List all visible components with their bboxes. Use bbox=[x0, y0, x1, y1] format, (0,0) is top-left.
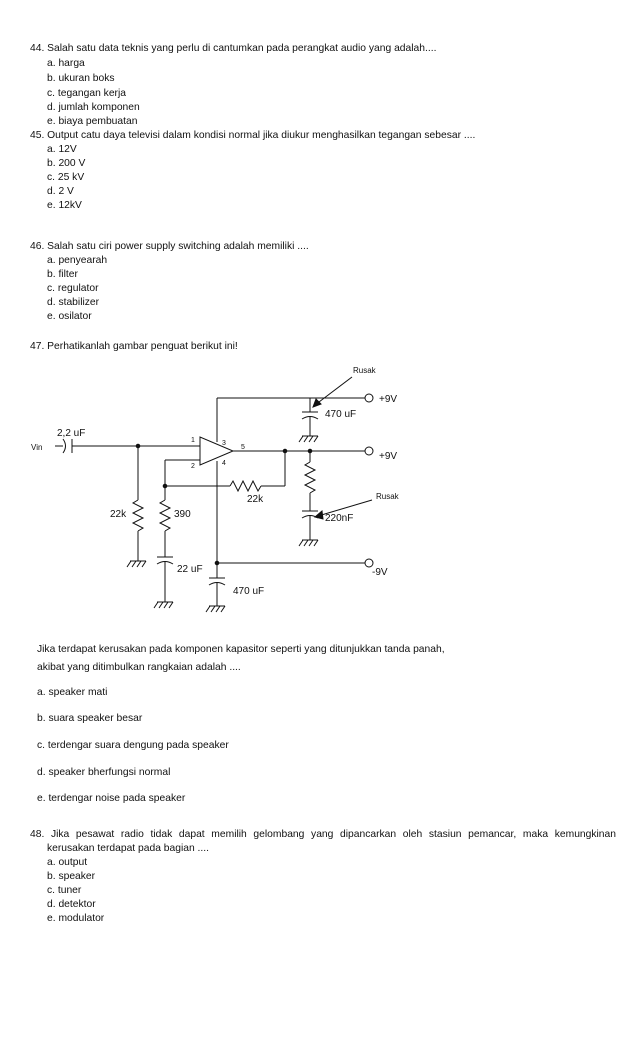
label-cap-470uf-top: 470 uF bbox=[325, 409, 356, 420]
q48-option-b[interactable]: b. speaker bbox=[47, 871, 96, 882]
q47-question: 47. Perhatikanlah gambar penguat berikut… bbox=[30, 341, 238, 352]
q46-option-c[interactable]: c. regulator bbox=[47, 283, 99, 294]
q44-option-c[interactable]: c. tegangan kerja bbox=[47, 88, 126, 99]
label-plus9v-out: +9V bbox=[379, 451, 397, 462]
q48-option-e[interactable]: e. modulator bbox=[47, 913, 105, 924]
q45-option-b[interactable]: b. 200 V bbox=[47, 158, 86, 169]
q48-question-line2: kerusakan terdapat pada bagian .... bbox=[47, 843, 210, 854]
q45-option-c[interactable]: c. 25 kV bbox=[47, 172, 85, 183]
q44-option-a[interactable]: a. harga bbox=[47, 58, 85, 69]
q48-option-a[interactable]: a. output bbox=[47, 857, 88, 868]
label-pin1: 1 bbox=[191, 437, 195, 444]
q48-question-line1: 48. Jika pesawat radio tidak dapat memil… bbox=[30, 829, 616, 840]
label-res-390: 390 bbox=[174, 509, 191, 520]
q47-option-c[interactable]: c. terdengar suara dengung pada speaker bbox=[37, 740, 229, 751]
q45-option-e[interactable]: e. 12kV bbox=[47, 200, 82, 211]
label-pin3: 3 bbox=[222, 440, 226, 447]
label-rusak-right: Rusak bbox=[376, 492, 400, 501]
label-res-22k: 22k bbox=[110, 509, 127, 520]
label-minus9v: -9V bbox=[372, 567, 388, 578]
label-cap-22uf: 22 uF bbox=[177, 564, 203, 575]
q46-option-a[interactable]: a. penyearah bbox=[47, 255, 108, 266]
q47-stem-line1: Jika terdapat kerusakan pada komponen ka… bbox=[37, 644, 445, 655]
q44-option-e[interactable]: e. biaya pembuatan bbox=[47, 116, 138, 127]
q44-option-d[interactable]: d. jumlah komponen bbox=[47, 102, 140, 113]
label-plus9v-top: +9V bbox=[379, 394, 397, 405]
label-cap-470uf-bottom: 470 uF bbox=[233, 586, 264, 597]
q45-option-a[interactable]: a. 12V bbox=[47, 144, 77, 155]
q46-option-d[interactable]: d. stabilizer bbox=[47, 297, 100, 308]
q47-stem-line2: akibat yang ditimbulkan rangkaian adalah… bbox=[37, 662, 241, 673]
terminal-output bbox=[364, 446, 374, 456]
q47-option-d[interactable]: d. speaker bherfungsi normal bbox=[37, 767, 171, 778]
label-rusak-top: Rusak bbox=[353, 366, 377, 375]
label-pin4: 4 bbox=[222, 460, 226, 467]
q48-option-c[interactable]: c. tuner bbox=[47, 885, 82, 896]
q48-option-d[interactable]: d. detektor bbox=[47, 899, 96, 910]
q46-question: 46. Salah satu ciri power supply switchi… bbox=[30, 241, 309, 252]
q45-question: 45. Output catu daya televisi dalam kond… bbox=[30, 130, 476, 141]
terminal-top bbox=[364, 393, 374, 403]
label-vin: Vin bbox=[31, 443, 42, 452]
terminal-negative bbox=[364, 558, 374, 568]
q47-option-b[interactable]: b. suara speaker besar bbox=[37, 713, 143, 724]
q46-option-b[interactable]: b. filter bbox=[47, 269, 78, 280]
q47-option-a[interactable]: a. speaker mati bbox=[37, 687, 108, 698]
q45-option-d[interactable]: d. 2 V bbox=[47, 186, 74, 197]
q44-option-b[interactable]: b. ukuran boks bbox=[47, 73, 115, 84]
label-pin5: 5 bbox=[241, 444, 245, 451]
label-pin2: 2 bbox=[191, 463, 195, 470]
label-cap-220nf: 220nF bbox=[325, 513, 353, 524]
label-res-22k-feedback: 22k bbox=[247, 494, 264, 505]
q46-option-e[interactable]: e. osilator bbox=[47, 311, 92, 322]
q44-question: 44. Salah satu data teknis yang perlu di… bbox=[30, 43, 437, 54]
label-cap-2-2uf: 2,2 uF bbox=[57, 428, 85, 439]
q47-option-e[interactable]: e. terdengar noise pada speaker bbox=[37, 793, 186, 804]
